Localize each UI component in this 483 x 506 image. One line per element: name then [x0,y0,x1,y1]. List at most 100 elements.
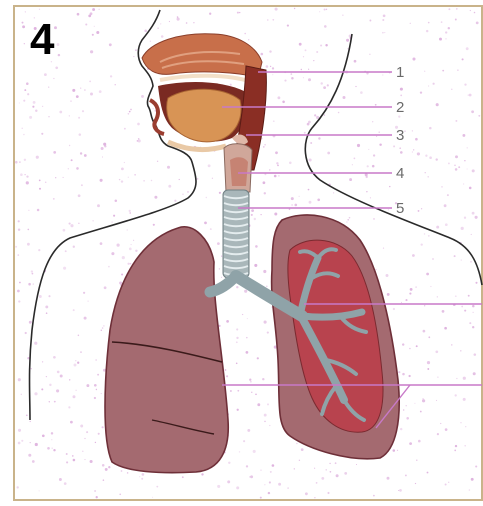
speckle-dot [73,246,75,248]
speckle-dot [412,254,415,257]
speckle-dot [309,158,312,161]
speckle-dot [460,350,461,351]
speckle-dot [187,191,189,193]
speckle-dot [15,161,18,164]
speckle-dot [454,164,456,166]
speckle-dot [276,162,278,164]
speckle-dot [349,178,352,181]
speckle-dot [49,401,50,402]
speckle-dot [445,484,447,486]
label-5: 5 [396,200,404,217]
speckle-dot [264,414,267,417]
speckle-dot [212,178,213,179]
speckle-dot [96,496,98,498]
speckle-dot [418,210,420,212]
speckle-dot [55,66,58,69]
speckle-dot [379,131,380,132]
speckle-dot [66,453,68,455]
speckle-dot [65,250,67,252]
speckle-dot [129,111,131,113]
speckle-dot [430,286,431,287]
speckle-dot [217,485,220,488]
speckle-dot [400,95,402,97]
speckle-dot [104,286,107,289]
speckle-dot [373,218,375,220]
speckle-dot [326,9,327,10]
speckle-dot [104,145,106,147]
speckle-dot [319,11,320,12]
speckle-dot [18,442,21,445]
speckle-dot [83,292,85,294]
speckle-dot [257,357,259,359]
speckle-dot [45,305,48,308]
speckle-dot [236,486,239,489]
speckle-dot [182,194,183,195]
speckle-dot [51,439,52,440]
speckle-dot [320,44,322,46]
speckle-dot [402,373,405,376]
speckle-dot [75,360,76,361]
speckle-dot [124,162,125,163]
speckle-dot [437,296,438,297]
speckle-dot [63,267,66,270]
speckle-dot [141,95,144,98]
speckle-dot [24,159,26,161]
speckle-dot [278,483,281,486]
speckle-dot [468,295,470,297]
speckle-dot [236,286,238,288]
speckle-dot [70,421,73,424]
speckle-dot [267,403,269,405]
speckle-dot [160,23,161,24]
speckle-dot [324,114,325,115]
speckle-dot [267,19,268,20]
speckle-dot [30,442,31,443]
speckle-dot [17,486,19,488]
speckle-dot [51,447,52,448]
speckle-dot [28,210,29,211]
speckle-dot [376,136,377,137]
speckle-dot [230,84,232,86]
speckle-dot [39,180,41,182]
speckle-dot [226,320,229,323]
speckle-dot [246,351,249,354]
speckle-dot [128,177,129,178]
speckle-dot [294,8,295,9]
speckle-dot [208,164,211,167]
speckle-dot [346,39,349,42]
speckle-dot [327,152,330,155]
speckle-dot [369,54,370,55]
speckle-dot [254,218,256,220]
speckle-dot [111,221,112,222]
speckle-dot [296,443,297,444]
speckle-dot [399,147,401,149]
speckle-dot [70,100,72,102]
speckle-dot [105,468,108,471]
speckle-dot [46,376,47,377]
speckle-dot [412,130,413,131]
speckle-dot [69,145,70,146]
speckle-dot [317,198,320,201]
speckle-dot [92,8,95,11]
speckle-dot [121,470,123,472]
speckle-dot [403,409,404,410]
speckle-dot [201,473,203,475]
speckle-dot [415,138,418,141]
speckle-dot [102,327,104,329]
speckle-dot [138,138,140,140]
speckle-dot [386,274,389,277]
speckle-dot [246,465,248,467]
speckle-dot [445,223,448,226]
speckle-dot [355,86,356,87]
speckle-dot [31,270,33,272]
speckle-dot [347,219,349,221]
speckle-dot [471,110,474,113]
speckle-dot [272,74,273,75]
speckle-dot [338,112,340,114]
speckle-dot [127,229,128,230]
speckle-dot [89,81,91,83]
speckle-dot [442,310,445,313]
speckle-dot [70,224,73,227]
speckle-dot [304,132,306,134]
speckle-dot [129,210,131,212]
